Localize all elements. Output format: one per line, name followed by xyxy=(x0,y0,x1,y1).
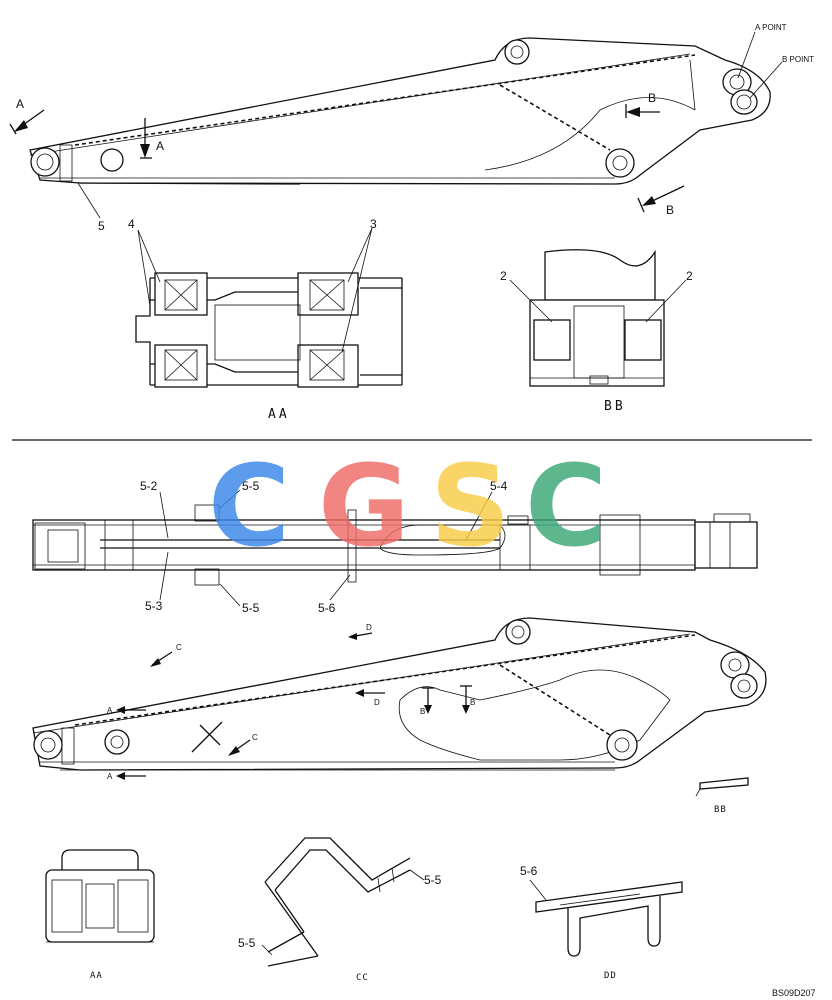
arrow-a-lower: A xyxy=(107,772,146,781)
callout-2-left: 2 xyxy=(500,269,507,283)
section-aa: 4 3 AA xyxy=(128,217,403,422)
svg-text:B: B xyxy=(648,91,656,105)
label-5-5-top: 5-5 xyxy=(242,479,260,493)
callout-2-right: 2 xyxy=(686,269,693,283)
boom-boss-hole-bottom xyxy=(104,729,130,755)
cc-label-upper: 5-5 xyxy=(424,873,442,887)
callout-4: 4 xyxy=(128,217,135,231)
b-point-boss xyxy=(730,89,758,115)
detail-aa-title: AA xyxy=(90,971,103,981)
label-5-3: 5-3 xyxy=(145,599,163,613)
svg-text:B: B xyxy=(666,203,674,217)
cc-label-lower: 5-5 xyxy=(238,936,256,950)
arrow-b-lower: B xyxy=(637,185,685,217)
section-bb: 2 2 BB xyxy=(500,249,693,414)
arrow-b-left: B xyxy=(420,687,434,716)
arrow-d-lower: D xyxy=(355,689,385,707)
arrow-c-lower: C xyxy=(228,733,258,756)
svg-text:A: A xyxy=(156,139,164,153)
watermark-letter-c1: C xyxy=(208,442,290,572)
cylinder-pin-boss-bottom xyxy=(606,729,638,761)
svg-text:A: A xyxy=(16,97,24,111)
label-5-6: 5-6 xyxy=(318,601,336,615)
top-boss-hole-bottom xyxy=(505,619,531,645)
section-aa-title: AA xyxy=(268,407,290,422)
boom-side-view-bottom: C C D D A A B xyxy=(32,617,767,815)
label-5-5-bottom: 5-5 xyxy=(242,601,260,615)
top-boss-hole xyxy=(504,39,530,65)
svg-text:D: D xyxy=(366,623,372,632)
arrow-b-right: B xyxy=(460,685,475,714)
b-point-boss-bottom xyxy=(730,673,758,699)
detail-dd-title: DD xyxy=(604,971,617,981)
cylinder-pin-boss xyxy=(605,148,635,178)
boom-plan-view: 5-2 5-3 5-5 5-5 5-4 5-6 xyxy=(32,479,758,615)
arrow-c-upper: C xyxy=(150,643,182,667)
callout-3: 3 xyxy=(370,217,377,231)
drawing-code: BS09D207 xyxy=(772,988,816,998)
watermark-letter-s: S xyxy=(430,442,511,572)
section-bb-title: BB xyxy=(604,399,626,414)
svg-text:A: A xyxy=(107,772,113,781)
cgsc-watermark: C G S C xyxy=(208,442,607,572)
watermark-letter-c2: C xyxy=(525,442,607,572)
boom-foot-pin-bottom xyxy=(33,730,63,760)
svg-text:C: C xyxy=(176,643,182,652)
boom-side-view-top: A POINT B POINT A A B B 5 xyxy=(9,23,814,233)
svg-text:D: D xyxy=(374,698,380,707)
label-5-4: 5-4 xyxy=(490,479,508,493)
detail-cc: 5-5 5-5 CC xyxy=(238,837,442,983)
boom-foot-pin xyxy=(30,147,60,177)
svg-text:A: A xyxy=(107,706,113,715)
detail-aa: AA xyxy=(45,849,155,981)
dd-label: 5-6 xyxy=(520,864,538,878)
bb-small-detail: BB xyxy=(695,777,749,815)
svg-text:B: B xyxy=(420,707,425,716)
detail-dd: 5-6 DD xyxy=(520,864,683,981)
watermark-letter-g: G xyxy=(318,442,410,572)
arrow-b-upper: B xyxy=(625,91,660,118)
boom-boss-hole xyxy=(100,148,124,172)
part-5-label: 5 xyxy=(98,219,105,233)
svg-text:C: C xyxy=(252,733,258,742)
svg-text:B: B xyxy=(470,698,475,707)
arrow-a-mid: A xyxy=(140,118,164,159)
b-point-label: B POINT xyxy=(782,55,814,64)
svg-text:BB: BB xyxy=(714,805,727,815)
arrow-d-upper: D xyxy=(348,623,373,640)
detail-cc-title: CC xyxy=(356,973,369,983)
arrow-a-upper: A xyxy=(107,706,146,715)
label-5-2: 5-2 xyxy=(140,479,158,493)
arrow-a-left: A xyxy=(9,97,45,135)
a-point-label: A POINT xyxy=(755,23,787,32)
